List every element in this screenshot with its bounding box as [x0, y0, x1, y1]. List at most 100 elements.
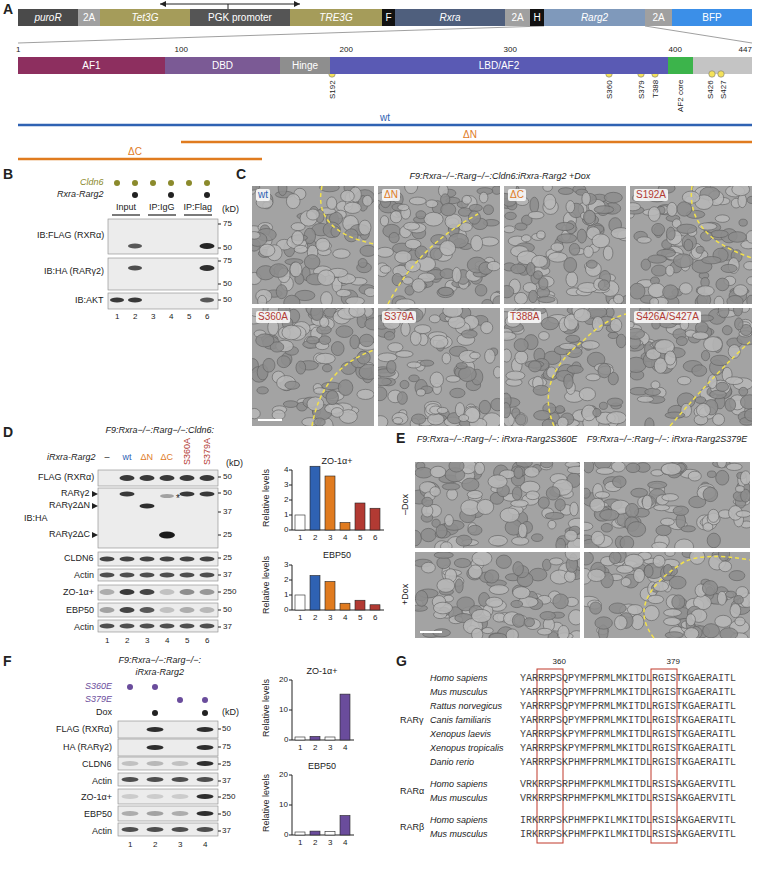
label-text: Actin [74, 570, 94, 580]
label-text: 6 [373, 533, 377, 542]
cell [581, 341, 599, 350]
cell [652, 542, 668, 548]
cell [318, 270, 335, 286]
blot-band [122, 777, 139, 782]
label-text: 3 [151, 312, 155, 321]
label-text: S426 [706, 80, 715, 99]
cell [614, 294, 624, 304]
cell [500, 508, 519, 522]
blot-strip [108, 293, 218, 309]
label-text: F9:Rxra−/−:Rarg−/−: iRxra-Rarg2S360E [415, 434, 580, 444]
label-text: wt [380, 112, 390, 124]
cell [505, 212, 517, 219]
zoom-line [645, 26, 752, 43]
cell [665, 351, 676, 365]
scale-bar [420, 631, 442, 633]
label-text: 5 [185, 636, 189, 645]
cell [252, 232, 267, 246]
micrograph-ground [378, 186, 500, 304]
cell [730, 604, 741, 618]
label-text: 0 [284, 525, 288, 534]
marker-tick [218, 729, 221, 730]
blot-band [147, 794, 164, 799]
cell [653, 555, 665, 567]
micrograph [630, 186, 752, 304]
cell [294, 245, 307, 253]
label-text: HA (RARγ2) [63, 742, 112, 752]
label-text: Relative levels [261, 774, 271, 832]
cell [422, 562, 436, 573]
blot-strip [98, 603, 218, 617]
label-text: 25 [223, 530, 232, 539]
marker-tick [218, 610, 221, 611]
label-text: 250 [223, 587, 236, 596]
cell [734, 285, 748, 296]
blot-band [172, 811, 189, 816]
chart-bar [340, 816, 350, 836]
marker-tick [218, 512, 221, 513]
cell [569, 243, 579, 255]
segment-label: DBD [212, 61, 233, 71]
label-text: 75 [222, 742, 231, 751]
cell [564, 571, 575, 582]
label-text: 3 [284, 560, 288, 569]
label-text: 37 [223, 507, 232, 516]
chart-bar [325, 582, 335, 611]
blot-band [200, 492, 215, 497]
cell [411, 414, 425, 424]
label-text: ZO-1α+ [63, 587, 94, 597]
cell [512, 537, 529, 545]
cell [307, 337, 319, 344]
cell [512, 614, 524, 627]
label-text: 1 [284, 510, 288, 519]
blot-band [160, 589, 175, 595]
cell [648, 481, 667, 488]
label-text: RARγ2ΔC [49, 529, 90, 539]
blot-band [122, 827, 139, 832]
cell [488, 475, 507, 488]
cell [656, 525, 671, 536]
label-text: 6 [205, 312, 209, 321]
construct-segment: PGK promoter [190, 9, 290, 26]
cell [719, 561, 732, 572]
cell [415, 590, 427, 606]
segment-label: TRE3G [319, 13, 352, 23]
marker-tick [218, 575, 221, 576]
domain-segment: AF1 [18, 57, 165, 74]
blot-strip [118, 823, 218, 836]
label-text: 1 [105, 636, 109, 645]
blot-band [197, 761, 214, 766]
label-text: Xenopus laevis [430, 729, 491, 739]
arrow-head [160, 1, 166, 7]
label-text: S360E [85, 681, 112, 691]
label-text: Danio rerio [430, 757, 474, 767]
cell [556, 538, 566, 548]
cell [512, 487, 522, 500]
zoom-line [18, 26, 544, 43]
cell [595, 492, 609, 499]
label-text: 37 [222, 826, 231, 835]
label-text: 1 [128, 840, 132, 849]
blot-band [120, 492, 135, 497]
cell [642, 495, 652, 510]
micrograph [252, 308, 374, 426]
cell [504, 332, 516, 340]
cell [468, 525, 482, 535]
condition-dot [204, 180, 210, 186]
cell [346, 297, 365, 304]
cell [538, 297, 555, 303]
cell [421, 528, 436, 541]
cell [673, 506, 688, 515]
construct-segment: Tet3G [100, 9, 190, 26]
cell [739, 387, 748, 395]
cell [631, 488, 648, 497]
blot-band [100, 557, 115, 562]
label-text: 5 [187, 312, 191, 321]
cell [664, 618, 681, 626]
label-text: 4 [343, 743, 347, 752]
cell [364, 288, 374, 297]
label-text: T388A [508, 311, 541, 323]
label-text: YARRRPSQPYMFPRMLMKITDLRGISTKGAERAITL [520, 715, 736, 726]
chart-bar [370, 605, 380, 610]
axis-tick [289, 610, 292, 611]
